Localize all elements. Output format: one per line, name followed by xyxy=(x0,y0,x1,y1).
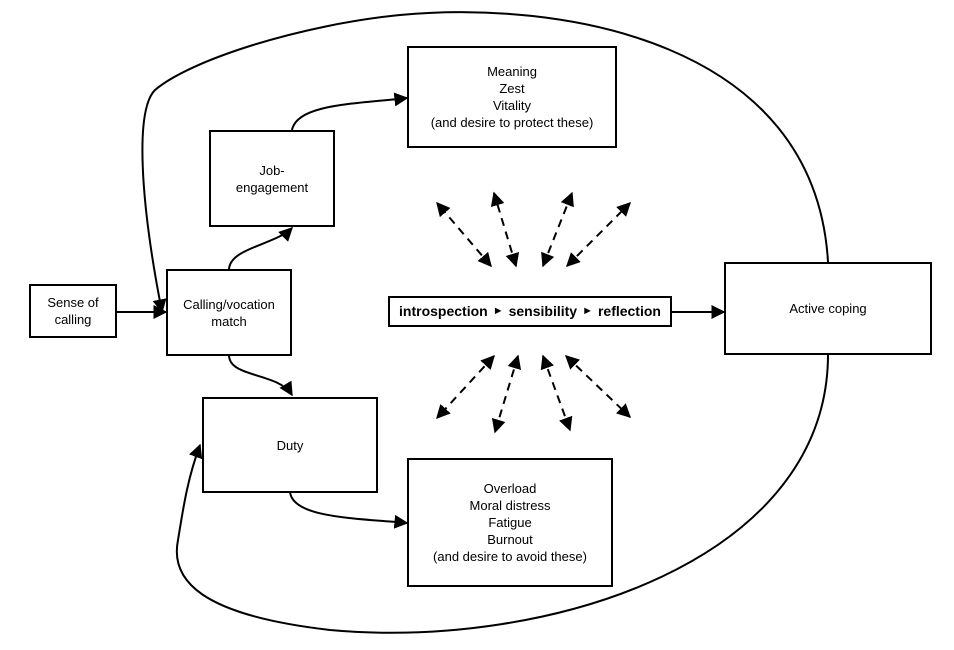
calling-match-line-1: Calling/vocation xyxy=(183,296,275,312)
arrow-engagement-to-meaning xyxy=(291,92,409,131)
arrow-match-to-engagement xyxy=(228,227,293,271)
sense-of-calling-line-1: Sense of xyxy=(47,295,99,310)
process-step-reflection: reflection xyxy=(597,303,661,319)
arrow-match-to-duty xyxy=(228,354,293,397)
process-separator-2: ► xyxy=(582,305,593,317)
dashed-arrow-down-3 xyxy=(540,354,573,432)
job-engagement-box: Job- engagement xyxy=(209,130,335,227)
duty-line-1: Duty xyxy=(276,437,304,453)
active-coping-box: Active coping xyxy=(724,262,932,355)
duty-box: Duty xyxy=(202,397,378,493)
job-engagement-line-2: engagement xyxy=(235,179,309,195)
overload-box: Overload Moral distress Fatigue Burnout … xyxy=(407,458,613,587)
overload-line-3: Fatigue xyxy=(488,515,532,530)
bottom-loop-arrow xyxy=(175,351,830,634)
dashed-arrow-down-4 xyxy=(564,355,632,418)
meaning-box: Meaning Zest Vitality (and desire to pro… xyxy=(407,46,617,148)
dashed-arrow-up-2 xyxy=(490,191,520,268)
overload-line-5: (and desire to avoid these) xyxy=(433,549,587,564)
process-step-introspection: introspection xyxy=(399,303,488,319)
calling-match-box: Calling/vocation match xyxy=(166,269,292,356)
meaning-line-2: Zest xyxy=(499,81,525,96)
process-box: introspection ► sensibility ► reflection xyxy=(388,296,672,327)
outer-loop xyxy=(141,11,829,314)
meaning-line-3: Vitality xyxy=(492,98,532,113)
dashed-arrow-down-2 xyxy=(491,354,522,434)
dashed-arrow-up-4 xyxy=(566,202,631,267)
dashed-arrow-up-1 xyxy=(436,201,492,268)
overload-line-2: Moral distress xyxy=(469,498,551,513)
process-separator-1: ► xyxy=(492,305,504,317)
overload-line-4: Burnout xyxy=(487,532,533,547)
calling-match-line-2: match xyxy=(211,313,247,329)
active-coping-line-1: Active coping xyxy=(789,301,867,316)
job-engagement-line-1: Job- xyxy=(259,162,285,178)
arrow-duty-to-overload xyxy=(289,491,409,529)
sense-of-calling-box: Sense of calling xyxy=(29,284,117,338)
meaning-line-4: (and desire to protect these) xyxy=(430,115,594,130)
dashed-arrow-up-3 xyxy=(541,191,574,268)
sense-of-calling-line-2: calling xyxy=(54,312,92,327)
meaning-line-1: Meaning xyxy=(487,64,537,79)
process-step-sensibility: sensibility xyxy=(508,303,578,319)
dashed-arrow-down-1 xyxy=(436,354,495,420)
overload-line-1: Overload xyxy=(483,481,537,496)
